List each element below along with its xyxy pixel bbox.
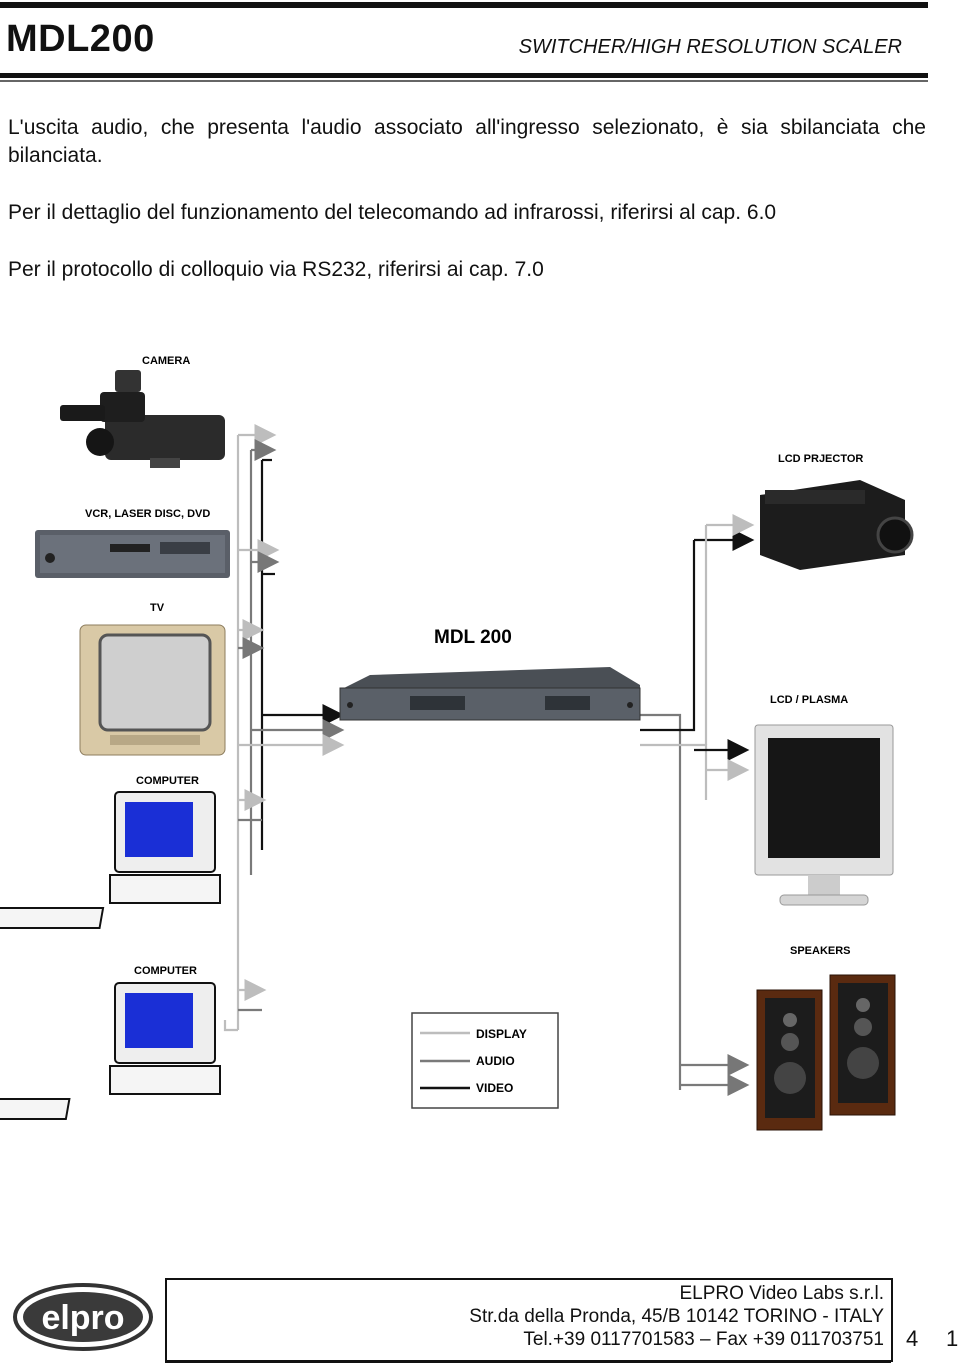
speakers-icon: [756, 974, 896, 1131]
legend-audio: AUDIO: [476, 1054, 515, 1068]
footer-company: ELPRO Video Labs s.r.l.: [679, 1283, 884, 1304]
label-vcr: VCR, LASER DISC, DVD: [85, 508, 210, 520]
label-lcd-projector: LCD PRJECTOR: [778, 453, 863, 465]
footer-rule: [165, 1360, 891, 1363]
output-wiring: [640, 514, 755, 1096]
mdl200-unit-icon: [339, 667, 641, 721]
paragraph-remote-control: Per il dettaglio del funzionamento del t…: [8, 201, 777, 224]
connection-diagram: CAMERA VCR, LASER DISC, DVD TV COMPUTER …: [0, 355, 914, 1131]
computer-1-icon: [0, 791, 221, 929]
computer-2-icon: [0, 982, 221, 1120]
vcr-icon: [35, 530, 230, 578]
page-number: 1: [946, 1326, 959, 1351]
footer-contacts: Tel.+39 0117701583 – Fax +39 011703751: [523, 1329, 884, 1350]
document-subtitle: SWITCHER/HIGH RESOLUTION SCALER: [518, 36, 902, 58]
tv-icon: [79, 624, 226, 756]
footer-address: Str.da della Pronda, 45/B 10142 TORINO -…: [469, 1306, 884, 1327]
legend-video: VIDEO: [476, 1081, 513, 1095]
header-rule-shadow: [0, 80, 928, 82]
paragraph-rs232: Per il protocollo di colloquio via RS232…: [8, 258, 544, 281]
page-number-chapter: 4: [906, 1326, 919, 1351]
input-wiring: [223, 424, 345, 1032]
label-camera: CAMERA: [142, 355, 190, 367]
label-computer-1: COMPUTER: [136, 775, 199, 787]
document-title: MDL200: [6, 18, 155, 60]
label-lcd-plasma: LCD / PLASMA: [770, 694, 848, 706]
lcd-plasma-icon: [754, 724, 894, 906]
label-speakers: SPEAKERS: [790, 945, 851, 957]
line-legend: DISPLAY AUDIO VIDEO: [411, 1012, 559, 1109]
camera-icon: [60, 370, 225, 468]
header-rule-top: [0, 2, 928, 8]
lcd-projector-icon: [760, 480, 914, 570]
elpro-logo: elpro: [13, 1283, 153, 1351]
label-tv: TV: [150, 602, 165, 614]
label-mdl200: MDL 200: [434, 627, 512, 648]
footer-frame: [165, 1278, 893, 1362]
label-computer-2: COMPUTER: [134, 965, 197, 977]
legend-display: DISPLAY: [476, 1027, 527, 1041]
logo-text: elpro: [41, 1299, 124, 1337]
header-rule-bottom: [0, 73, 928, 78]
paragraph-audio-output: L'uscita audio, che presenta l'audio ass…: [8, 116, 926, 167]
